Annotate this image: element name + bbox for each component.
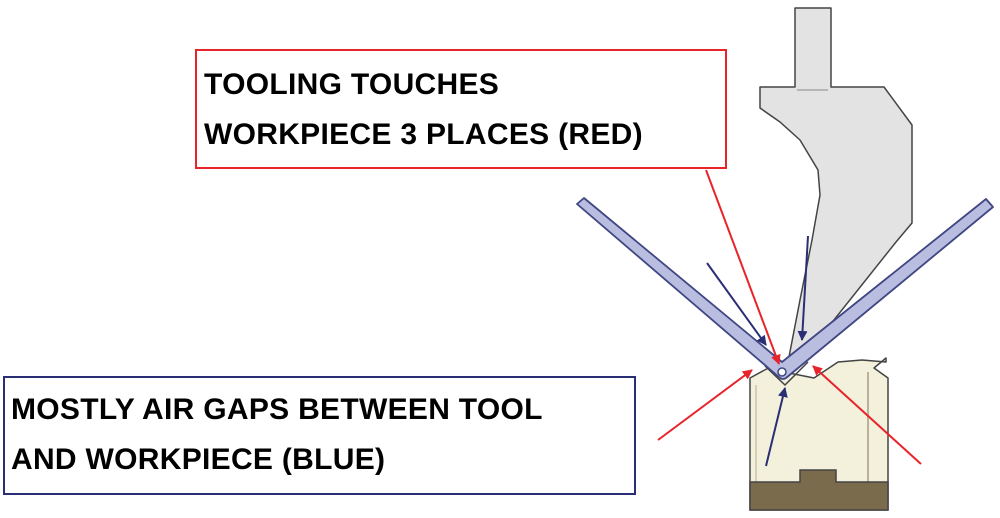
bend-contact-point: [777, 367, 787, 377]
punch-tool: [759, 7, 913, 363]
callout-blue-line-1: MOSTLY AIR GAPS BETWEEN TOOL: [11, 393, 543, 426]
workpiece-sheet: [576, 197, 994, 380]
callout-tooling-contact: TOOLING TOUCHES WORKPIECE 3 PLACES (RED): [195, 49, 727, 169]
callout-air-gaps: MOSTLY AIR GAPS BETWEEN TOOL AND WORKPIE…: [3, 376, 636, 495]
blue-arrow-upper-right-gap: [797, 235, 809, 341]
die-base: [749, 469, 889, 511]
red-arrow-left-shoulder: [657, 369, 753, 441]
die-v-groove: [764, 361, 809, 387]
blue-arrow-lower-gap: [765, 387, 788, 467]
callout-red-line-1: TOOLING TOUCHES: [204, 68, 500, 101]
callout-blue-line-2: AND WORKPIECE (BLUE): [11, 443, 386, 476]
blue-arrow-upper-left-gap: [706, 262, 767, 346]
red-arrow-tip-contact: [705, 169, 781, 365]
red-arrow-right-shoulder: [812, 365, 922, 465]
callout-red-line-2: WORKPIECE 3 PLACES (RED): [204, 118, 643, 151]
